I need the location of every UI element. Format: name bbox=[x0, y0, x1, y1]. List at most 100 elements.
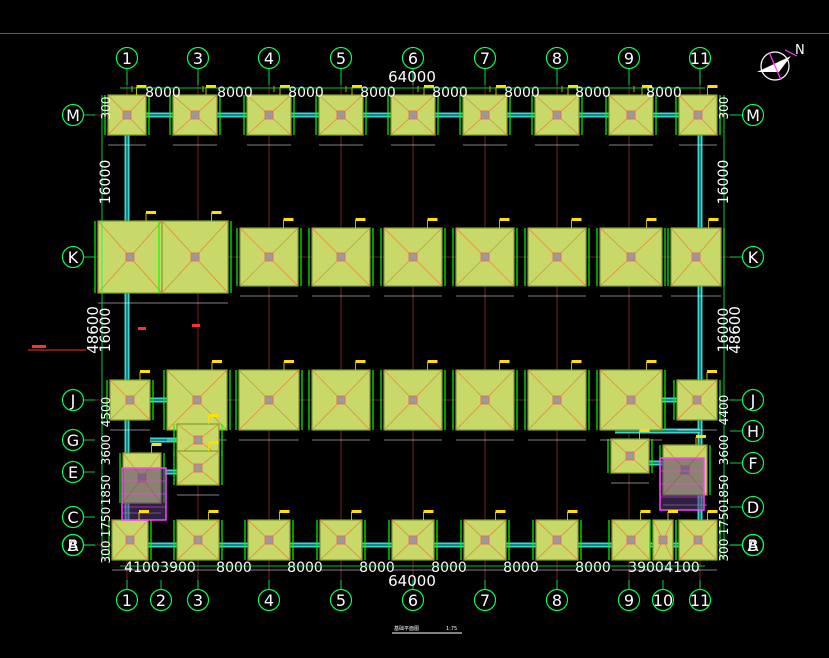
viewport-top-border bbox=[0, 33, 829, 34]
footing-k-3-flag bbox=[283, 218, 294, 221]
footing-m-7-column bbox=[552, 110, 562, 120]
axis-bottom-7: 7 bbox=[473, 588, 497, 612]
bottom-bay-dim-7: 8000 bbox=[503, 560, 539, 576]
footing-j-4-column bbox=[336, 395, 346, 405]
section-mark-small bbox=[138, 327, 146, 330]
axis-bottom-5: 5 bbox=[329, 588, 353, 612]
footing-m-4 bbox=[315, 94, 367, 146]
axis-right-F: F bbox=[741, 451, 765, 475]
axis-top-1: 1 bbox=[115, 46, 139, 70]
axis-top-7: 7 bbox=[473, 46, 497, 70]
axis-bottom-5-circle bbox=[329, 588, 353, 612]
footing-a-5 bbox=[388, 519, 438, 571]
footing-a-5-column bbox=[408, 535, 418, 545]
axis-left-E: E bbox=[61, 460, 85, 484]
axis-top-4-circle bbox=[257, 46, 281, 70]
bottom-bay-dim-5: 8000 bbox=[359, 560, 395, 576]
footing-k-4 bbox=[308, 227, 374, 297]
footing-m-8-flag bbox=[642, 85, 652, 88]
axis-right-F-label: F bbox=[748, 454, 757, 473]
footing-m-5 bbox=[387, 94, 439, 146]
footing-j-9 bbox=[673, 379, 721, 431]
top-total-dim: 64000 bbox=[388, 68, 436, 86]
footing-j-2-flag bbox=[212, 360, 222, 363]
left-dim-300-top: 300 bbox=[99, 97, 113, 120]
top-bay-dim-7: 8000 bbox=[575, 85, 611, 101]
axis-right-H-label: H bbox=[747, 422, 759, 441]
footing-m-2 bbox=[169, 94, 221, 146]
axis-right-A-circle bbox=[741, 533, 765, 557]
footing-k-2-flag bbox=[211, 211, 222, 214]
axis-left-K: K bbox=[61, 245, 85, 269]
axis-left-C-label: C bbox=[67, 508, 78, 527]
right-dim-1850: 1850 bbox=[717, 475, 731, 506]
footing-j-5-column bbox=[408, 395, 418, 405]
footing-k-7 bbox=[524, 227, 590, 297]
bottom-bay-dim-6: 8000 bbox=[431, 560, 467, 576]
footing-h-9 bbox=[607, 438, 653, 484]
footing-k-3 bbox=[236, 227, 302, 297]
bottom-total-dim: 64000 bbox=[388, 572, 436, 590]
axis-top-5: 5 bbox=[329, 46, 353, 70]
axis-bottom-10: 10 bbox=[651, 588, 675, 612]
footing-j-7-flag bbox=[571, 360, 582, 363]
footing-j-8-flag bbox=[646, 360, 657, 363]
footing-k-4-flag bbox=[355, 218, 366, 221]
axis-top-3-circle bbox=[186, 46, 210, 70]
footing-a-2 bbox=[173, 519, 223, 571]
axis-right-H: H bbox=[741, 419, 765, 443]
axis-bottom-9-label: 9 bbox=[624, 591, 634, 610]
footing-k-8-flag bbox=[646, 218, 657, 221]
left-dim-4500: 4500 bbox=[99, 397, 113, 428]
axis-bottom-4: 4 bbox=[257, 588, 281, 612]
axis-bottom-7-label: 7 bbox=[480, 591, 490, 610]
footing-j-6 bbox=[452, 369, 518, 441]
axis-left-G-circle bbox=[61, 428, 85, 452]
axis-bottom-5-label: 5 bbox=[336, 591, 346, 610]
axis-right-D-circle bbox=[741, 495, 765, 519]
axis-top-4-label: 4 bbox=[264, 49, 274, 68]
footing-j-8-column bbox=[626, 395, 636, 405]
axis-top-6-label: 6 bbox=[408, 49, 418, 68]
section-mark-small-2 bbox=[192, 324, 200, 327]
bottom-bay-dim-9: 3900 bbox=[628, 560, 664, 576]
axis-top-3-label: 3 bbox=[193, 49, 203, 68]
axis-left-E-circle bbox=[61, 460, 85, 484]
axis-left-G: G bbox=[61, 428, 85, 452]
footing-k-8 bbox=[596, 227, 666, 297]
axis-left-A: A bbox=[61, 533, 85, 557]
axis-left-K-circle bbox=[61, 245, 85, 269]
footing-m-3-column bbox=[264, 110, 274, 120]
footing-a-4 bbox=[316, 519, 366, 571]
footing-m-5-column bbox=[408, 110, 418, 120]
footing-h-9-flag bbox=[639, 429, 650, 432]
axis-top-11-label: 11 bbox=[690, 49, 710, 68]
axis-bottom-3: 3 bbox=[186, 588, 210, 612]
footing-m-1-flag bbox=[136, 85, 147, 88]
footing-m-5-flag bbox=[424, 85, 434, 88]
footing-j-3 bbox=[235, 369, 303, 441]
footing-m-1-column bbox=[122, 110, 132, 120]
footing-a-7-flag bbox=[567, 510, 578, 513]
footing-g-3-column bbox=[193, 435, 203, 445]
top-bay-dim-1: 8000 bbox=[145, 85, 181, 101]
footing-m-3-flag bbox=[280, 85, 290, 88]
footing-a-10-column bbox=[693, 535, 703, 545]
axis-top-9-label: 9 bbox=[624, 49, 634, 68]
footing-a-7-column bbox=[552, 535, 562, 545]
footing-a-5-flag bbox=[423, 510, 434, 513]
axis-top-11: 11 bbox=[688, 46, 712, 70]
footing-g-3-flag bbox=[208, 414, 219, 417]
footing-m-8-column bbox=[626, 110, 636, 120]
axis-bottom-7-circle bbox=[473, 588, 497, 612]
right-dim-300-bottom: 300 bbox=[717, 539, 731, 562]
north-arrow-icon: N bbox=[757, 43, 805, 81]
axis-bottom-3-label: 3 bbox=[193, 591, 203, 610]
footing-m-6-column bbox=[480, 110, 490, 120]
footing-a-10-flag bbox=[707, 510, 718, 513]
left-dim-16000-b: 16000 bbox=[98, 308, 114, 353]
axis-right-M-circle bbox=[741, 103, 765, 127]
axis-top-3: 3 bbox=[186, 46, 210, 70]
